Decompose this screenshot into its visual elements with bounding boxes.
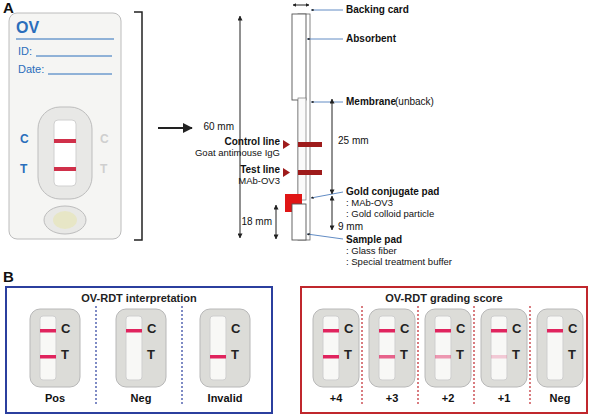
node-text: T [100, 163, 107, 176]
node-text: C [400, 322, 409, 336]
dimension-arrow [332, 196, 333, 230]
part-note: MAb-OV3 [170, 176, 280, 186]
leader-line [311, 102, 343, 103]
dimension-arrow [276, 205, 277, 239]
node-text: OV-RDT interpretation [7, 292, 271, 304]
node-text: C [147, 322, 156, 336]
part-name: Membrane [346, 96, 396, 107]
control-line [298, 142, 322, 147]
dimension: 60 mm [174, 121, 234, 132]
node-text: T [400, 348, 408, 362]
dimension: 9 mm [338, 221, 363, 232]
node-text: C [100, 133, 109, 146]
bracket [134, 12, 142, 240]
result-window: CT Neg [536, 308, 584, 406]
membrane [298, 98, 306, 200]
part-note: : Gold colloid particle [346, 209, 434, 219]
node-text: Date: [18, 63, 44, 75]
node-text: T [456, 348, 464, 362]
leader-line [307, 234, 343, 239]
node-text: +1 [480, 392, 528, 404]
separator [361, 306, 362, 404]
dimension: 25 mm [338, 135, 369, 146]
result-window: CT +1 [480, 308, 528, 406]
separator [181, 306, 182, 404]
separator [95, 306, 96, 404]
leader-line [307, 39, 343, 40]
part-name: Backing card [346, 4, 409, 15]
result-window: CT +2 [424, 308, 472, 406]
node-text: T [231, 348, 239, 362]
node-text: C [20, 133, 29, 146]
part-name: Control line [170, 136, 280, 147]
node-text: T [512, 348, 520, 362]
node-text: Neg [115, 392, 167, 404]
part-note: (unback) [395, 96, 434, 107]
node-text: ID: [18, 45, 32, 57]
panel-letter: B [3, 269, 14, 286]
dimension-arrow [293, 5, 309, 6]
panel-box: OV-RDT interpretationCTPosCTNegCTInvalid [5, 286, 273, 414]
node-text: C [61, 322, 70, 336]
node-text: OV-RDT grading score [302, 292, 586, 304]
node-text: T [20, 163, 27, 176]
node-text: Neg [536, 392, 584, 404]
node-text: C [456, 322, 465, 336]
node-text: C [512, 322, 521, 336]
part-note: Goat antimouse IgG [170, 148, 280, 158]
dimension-arrow [332, 99, 333, 194]
node-text: C [568, 322, 577, 336]
result-window: CT +4 [312, 308, 360, 406]
result-window [29, 308, 81, 406]
part-name: Gold conjugate pad [346, 186, 439, 197]
separator [473, 306, 474, 404]
part-name: Absorbent [346, 33, 396, 44]
node-text: T [147, 348, 155, 362]
absorbent-pad [292, 14, 306, 100]
result-window [115, 308, 167, 406]
node-text: T [568, 348, 576, 362]
node-text: Pos [29, 392, 81, 404]
node-text: T [344, 348, 352, 362]
dimension-arrow [240, 16, 241, 238]
result-window: CT Invalid [199, 308, 251, 406]
result-window: CT Pos [29, 308, 81, 406]
leader-line [311, 10, 343, 11]
pointer-arrow [158, 127, 192, 129]
panel-letter: A [3, 0, 14, 17]
marker-triangle [283, 168, 290, 177]
panel-box: OV-RDT grading scoreCT+4CT+3CT+2CT+1CTNe… [300, 286, 588, 414]
part-name: Sample pad [346, 234, 402, 245]
dimension: 18 mm [212, 216, 272, 227]
node-text: OV [16, 19, 39, 37]
part-note: : Special treatment buffer [346, 257, 452, 267]
part-name: Test line [170, 164, 280, 175]
node-text: +4 [312, 392, 360, 404]
separator [529, 306, 530, 404]
result-window [199, 308, 251, 406]
node-text: +2 [424, 392, 472, 404]
test-cassette: OV ID: Date: C T C T [8, 12, 122, 240]
node-text: +3 [368, 392, 416, 404]
result-window: CT +3 [368, 308, 416, 406]
node-text: Invalid [199, 392, 251, 404]
node-text: T [61, 348, 69, 362]
part-note: : Glass fiber [346, 246, 397, 256]
result-window: CT Neg [115, 308, 167, 406]
node-text: C [344, 322, 353, 336]
node-text: C [231, 322, 240, 336]
part-note: : MAb-OV3 [346, 198, 393, 208]
marker-triangle [283, 140, 290, 149]
test-line [298, 170, 322, 175]
sample-pad [292, 204, 306, 240]
separator [417, 306, 418, 404]
leader-line [311, 192, 343, 198]
